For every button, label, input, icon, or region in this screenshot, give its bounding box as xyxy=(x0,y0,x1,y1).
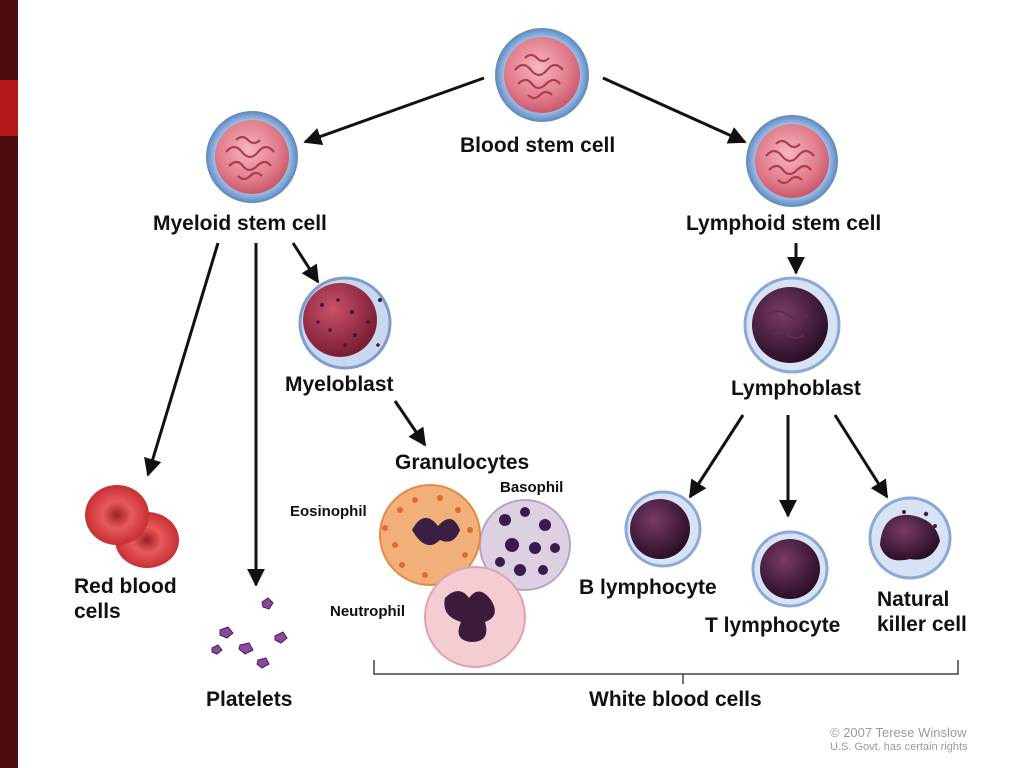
arrow-lymphoblast-to-b xyxy=(688,414,745,499)
natural-killer-label-line1: Natural xyxy=(877,588,950,611)
myeloid-stem-cell-image xyxy=(206,111,298,203)
basophil-image xyxy=(479,499,571,591)
t-lymphocyte-image xyxy=(751,530,829,608)
blood-stem-cell-label: Blood stem cell xyxy=(460,134,616,157)
basophil-label: Basophil xyxy=(500,479,564,496)
platelets-image xyxy=(211,597,288,669)
arrow-myeloid-to-myeloblast xyxy=(291,242,320,284)
arrow-lymphoblast-to-nk xyxy=(833,414,889,499)
neutrophil-label: Neutrophil xyxy=(330,603,405,620)
lymphoblast-label: Lymphoblast xyxy=(731,377,861,400)
white-blood-cells-bracket xyxy=(373,660,959,684)
platelets-label: Platelets xyxy=(206,688,293,711)
b-lymphocyte-label: B lymphocyte xyxy=(579,576,717,599)
arrows xyxy=(144,76,889,587)
red-blood-cells-image xyxy=(85,485,179,568)
arrow-stem-to-lymphoid xyxy=(602,76,747,144)
arrow-myeloblast-to-granulocytes xyxy=(393,400,427,447)
lymphoid-stem-cell-label: Lymphoid stem cell xyxy=(686,212,882,235)
b-lymphocyte-image xyxy=(624,490,702,568)
natural-killer-cell-image xyxy=(868,496,952,580)
red-blood-cells-label-line2: cells xyxy=(74,600,121,623)
t-lymphocyte-label: T lymphocyte xyxy=(705,614,841,637)
lymphoblast-image xyxy=(743,276,841,374)
white-blood-cells-label: White blood cells xyxy=(589,688,762,711)
myeloblast-label: Myeloblast xyxy=(285,373,394,396)
granulocytes-label: Granulocytes xyxy=(395,451,530,474)
eosinophil-label: Eosinophil xyxy=(290,503,367,520)
copyright-credit-line1: © 2007 Terese Winslow xyxy=(830,725,967,740)
copyright-credit-line2: U.S. Govt. has certain rights xyxy=(830,741,968,753)
arrow-myeloid-to-rbc xyxy=(144,242,220,477)
left-sidebar-accent xyxy=(0,80,18,136)
eosinophil-image xyxy=(379,484,481,586)
myeloid-stem-cell-label: Myeloid stem cell xyxy=(153,212,327,235)
natural-killer-label-line2: killer cell xyxy=(877,613,967,636)
arrow-stem-to-myeloid xyxy=(303,76,485,146)
blood-stem-cell-image xyxy=(495,28,589,122)
neutrophil-image xyxy=(424,566,526,668)
lymphoid-stem-cell-image xyxy=(746,115,838,207)
myeloblast-image xyxy=(298,276,392,370)
left-sidebar-band xyxy=(0,0,18,768)
red-blood-cells-label-line1: Red blood xyxy=(74,575,177,598)
